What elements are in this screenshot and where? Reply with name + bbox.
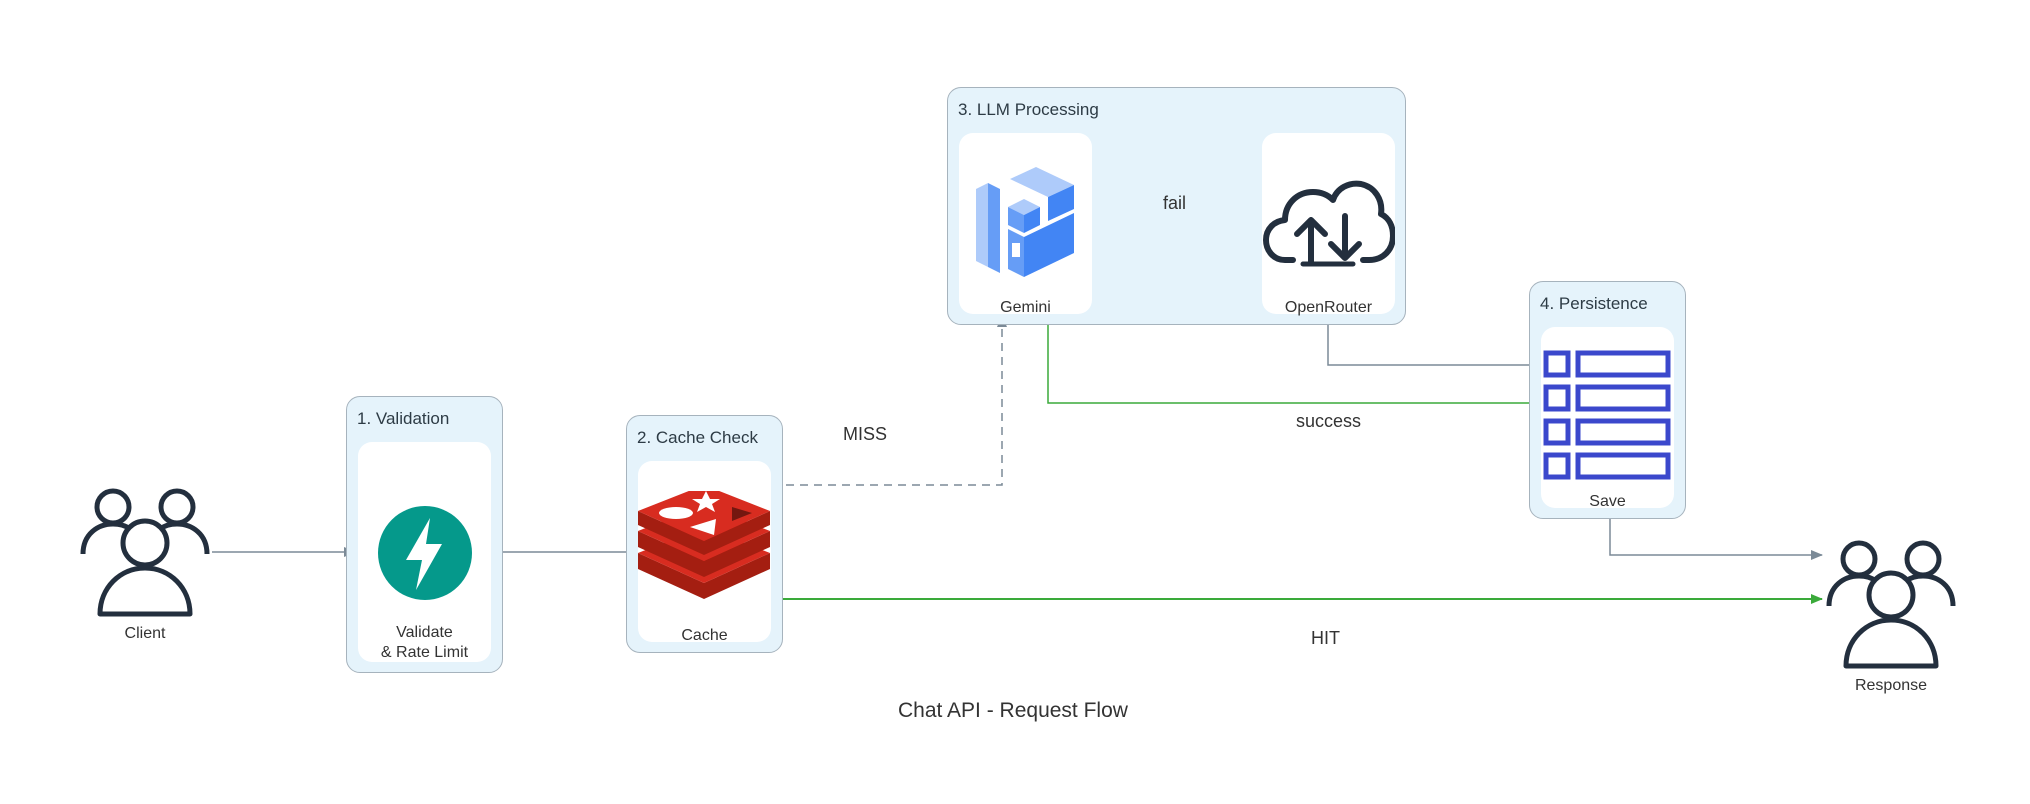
- gemini-label: Gemini: [1000, 299, 1051, 316]
- users-icon: [1826, 540, 1956, 669]
- openrouter-label: OpenRouter: [1284, 299, 1373, 316]
- cloud-upload-download-icon: [1263, 180, 1395, 267]
- edge-openrouter-save: [1327, 316, 1541, 370]
- fastapi-icon: [378, 506, 472, 600]
- cache-label: Cache: [681, 627, 728, 644]
- save-node[interactable]: Save: [1541, 327, 1674, 510]
- cluster-persistence: 4. Persistence Save: [1529, 281, 1686, 519]
- redis-icon: [638, 491, 770, 599]
- cache-node[interactable]: Cache: [638, 461, 771, 644]
- client-node[interactable]: Client: [78, 484, 212, 644]
- save-label: Save: [1589, 493, 1626, 510]
- users-icon: [80, 488, 210, 617]
- edge-gemini-save-success: [1047, 316, 1541, 408]
- response-node[interactable]: Response: [1824, 536, 1958, 696]
- cluster-llm: 3. LLM Processing Gemini OpenRouter: [947, 87, 1406, 325]
- validate-label: Validate & Rate Limit: [380, 624, 469, 661]
- edge-label-success: success: [1296, 411, 1362, 431]
- cluster-llm-label: 3. LLM Processing: [958, 100, 1099, 119]
- cluster-cache: 2. Cache Check Cache: [626, 415, 783, 653]
- openrouter-node[interactable]: OpenRouter: [1262, 133, 1395, 316]
- edge-cache-gemini-miss: [772, 315, 1007, 486]
- edge-label-miss: MISS: [843, 424, 888, 444]
- cluster-persistence-label: 4. Persistence: [1540, 294, 1648, 313]
- validate-node[interactable]: Validate & Rate Limit: [358, 442, 491, 662]
- edge-save-response: [1609, 510, 1823, 560]
- edge-label-fail: fail: [1163, 193, 1187, 213]
- client-label: Client: [124, 625, 166, 642]
- gemini-node[interactable]: Gemini: [959, 133, 1092, 316]
- edge-label-hit: HIT: [1311, 628, 1340, 648]
- diagram-title: Chat API - Request Flow: [898, 699, 1128, 722]
- cluster-validation-label: 1. Validation: [357, 409, 450, 428]
- gemini-icon: [976, 167, 1074, 277]
- cluster-cache-label: 2. Cache Check: [637, 428, 758, 447]
- response-label: Response: [1854, 677, 1928, 694]
- cluster-validation: 1. Validation Validate & Rate Limit: [346, 396, 503, 673]
- table-list-icon: [1543, 350, 1671, 480]
